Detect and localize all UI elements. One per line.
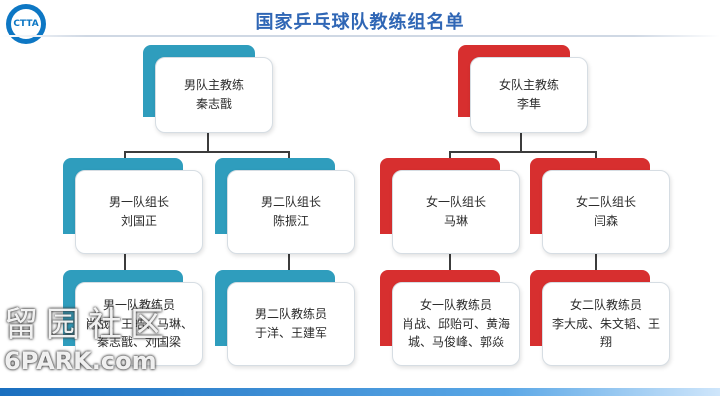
- women-team1-leader-node: 女一队组长 马琳: [380, 158, 520, 254]
- node-role: 男队主教练: [183, 78, 244, 93]
- node-names: 马琳: [443, 214, 468, 228]
- men-team2-leader-node: 男二队组长 陈振江: [215, 158, 355, 254]
- men-team2-coaches-node: 男二队教练员 于洋、王建军: [215, 270, 355, 366]
- page-title: 国家乒乓球队教练组名单: [255, 12, 465, 33]
- node-names: 肖战、王皓、马琳、秦志戬、刘国梁: [84, 316, 193, 350]
- connector: [124, 246, 126, 272]
- women-team1-coaches-node: 女一队教练员 肖战、邱贻可、黄海城、马俊峰、郭焱: [380, 270, 520, 366]
- node-role: 男一队组长: [108, 195, 169, 210]
- men-team1-coaches-node: 男一队教练员 肖战、王皓、马琳、秦志戬、刘国梁: [63, 270, 203, 366]
- node-names: 陈振江: [272, 214, 309, 228]
- node-names: 秦志戬: [195, 97, 232, 111]
- watermark-cn: 留园社区: [4, 305, 172, 345]
- node-role: 女一队组长: [425, 195, 486, 210]
- node-names: 于洋、王建军: [254, 326, 327, 340]
- watermark-en: 6PARK.com: [4, 347, 157, 375]
- node-role: 男二队教练员: [254, 307, 327, 322]
- ctta-logo: CTTA: [6, 4, 46, 44]
- watermark: 留园社区 6PARK.com: [4, 306, 172, 374]
- title-divider: [0, 35, 720, 37]
- node-names: 李大成、朱文韬、王翔: [551, 316, 660, 350]
- node-names: 李隼: [516, 97, 541, 111]
- logo-text: CTTA: [11, 9, 41, 39]
- connector: [288, 246, 290, 272]
- node-role: 女一队教练员: [419, 298, 492, 313]
- footer-bar: [0, 388, 720, 396]
- connector: [449, 246, 451, 272]
- connector: [595, 246, 597, 272]
- connector: [520, 128, 522, 152]
- connector: [449, 151, 597, 153]
- node-role: 女二队教练员: [569, 298, 642, 313]
- men-head-coach-node: 男队主教练 秦志戬: [143, 45, 273, 133]
- women-team2-leader-node: 女二队组长 闫森: [530, 158, 670, 254]
- connector: [124, 151, 290, 153]
- women-head-coach-node: 女队主教练 李隼: [458, 45, 588, 133]
- node-role: 男二队组长: [260, 195, 321, 210]
- node-names: 肖战、邱贻可、黄海城、马俊峰、郭焱: [401, 316, 510, 350]
- women-team2-coaches-node: 女二队教练员 李大成、朱文韬、王翔: [530, 270, 670, 366]
- node-names: 闫森: [593, 214, 618, 228]
- node-names: 刘国正: [120, 214, 157, 228]
- connector: [207, 128, 209, 152]
- node-role: 男一队教练员: [102, 298, 175, 313]
- node-role: 女队主教练: [498, 78, 559, 93]
- men-team1-leader-node: 男一队组长 刘国正: [63, 158, 203, 254]
- node-role: 女二队组长: [575, 195, 636, 210]
